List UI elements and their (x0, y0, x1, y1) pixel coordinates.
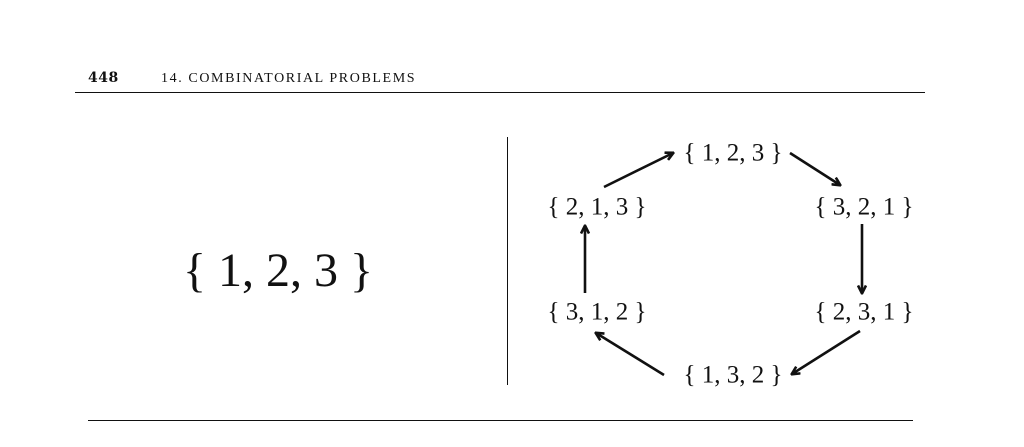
permutation-node-312: { 3, 1, 2 } (548, 299, 647, 326)
running-header: 448 14. COMBINATORIAL PROBLEMS (75, 70, 925, 92)
permutation-node-321: { 3, 2, 1 } (815, 194, 914, 221)
arrow-n231-to-n132 (792, 329, 861, 374)
arrow-n132-to-n312 (596, 333, 665, 377)
permutation-node-231: { 2, 3, 1 } (815, 299, 914, 326)
original-set: { 1, 2, 3 } (183, 244, 374, 297)
bottom-rule (88, 420, 913, 421)
permutation-node-132: { 1, 3, 2 } (684, 362, 783, 389)
arrow-n123-to-n321 (789, 151, 840, 185)
permutation-node-213: { 2, 1, 3 } (548, 194, 647, 221)
chapter-title: 14. COMBINATORIAL PROBLEMS (161, 71, 417, 86)
header-rule (75, 92, 925, 93)
permutation-node-123: { 1, 2, 3 } (684, 140, 783, 167)
arrow-n213-to-n123 (603, 153, 673, 189)
page-number: 448 (88, 70, 119, 86)
panel-divider (507, 137, 508, 385)
